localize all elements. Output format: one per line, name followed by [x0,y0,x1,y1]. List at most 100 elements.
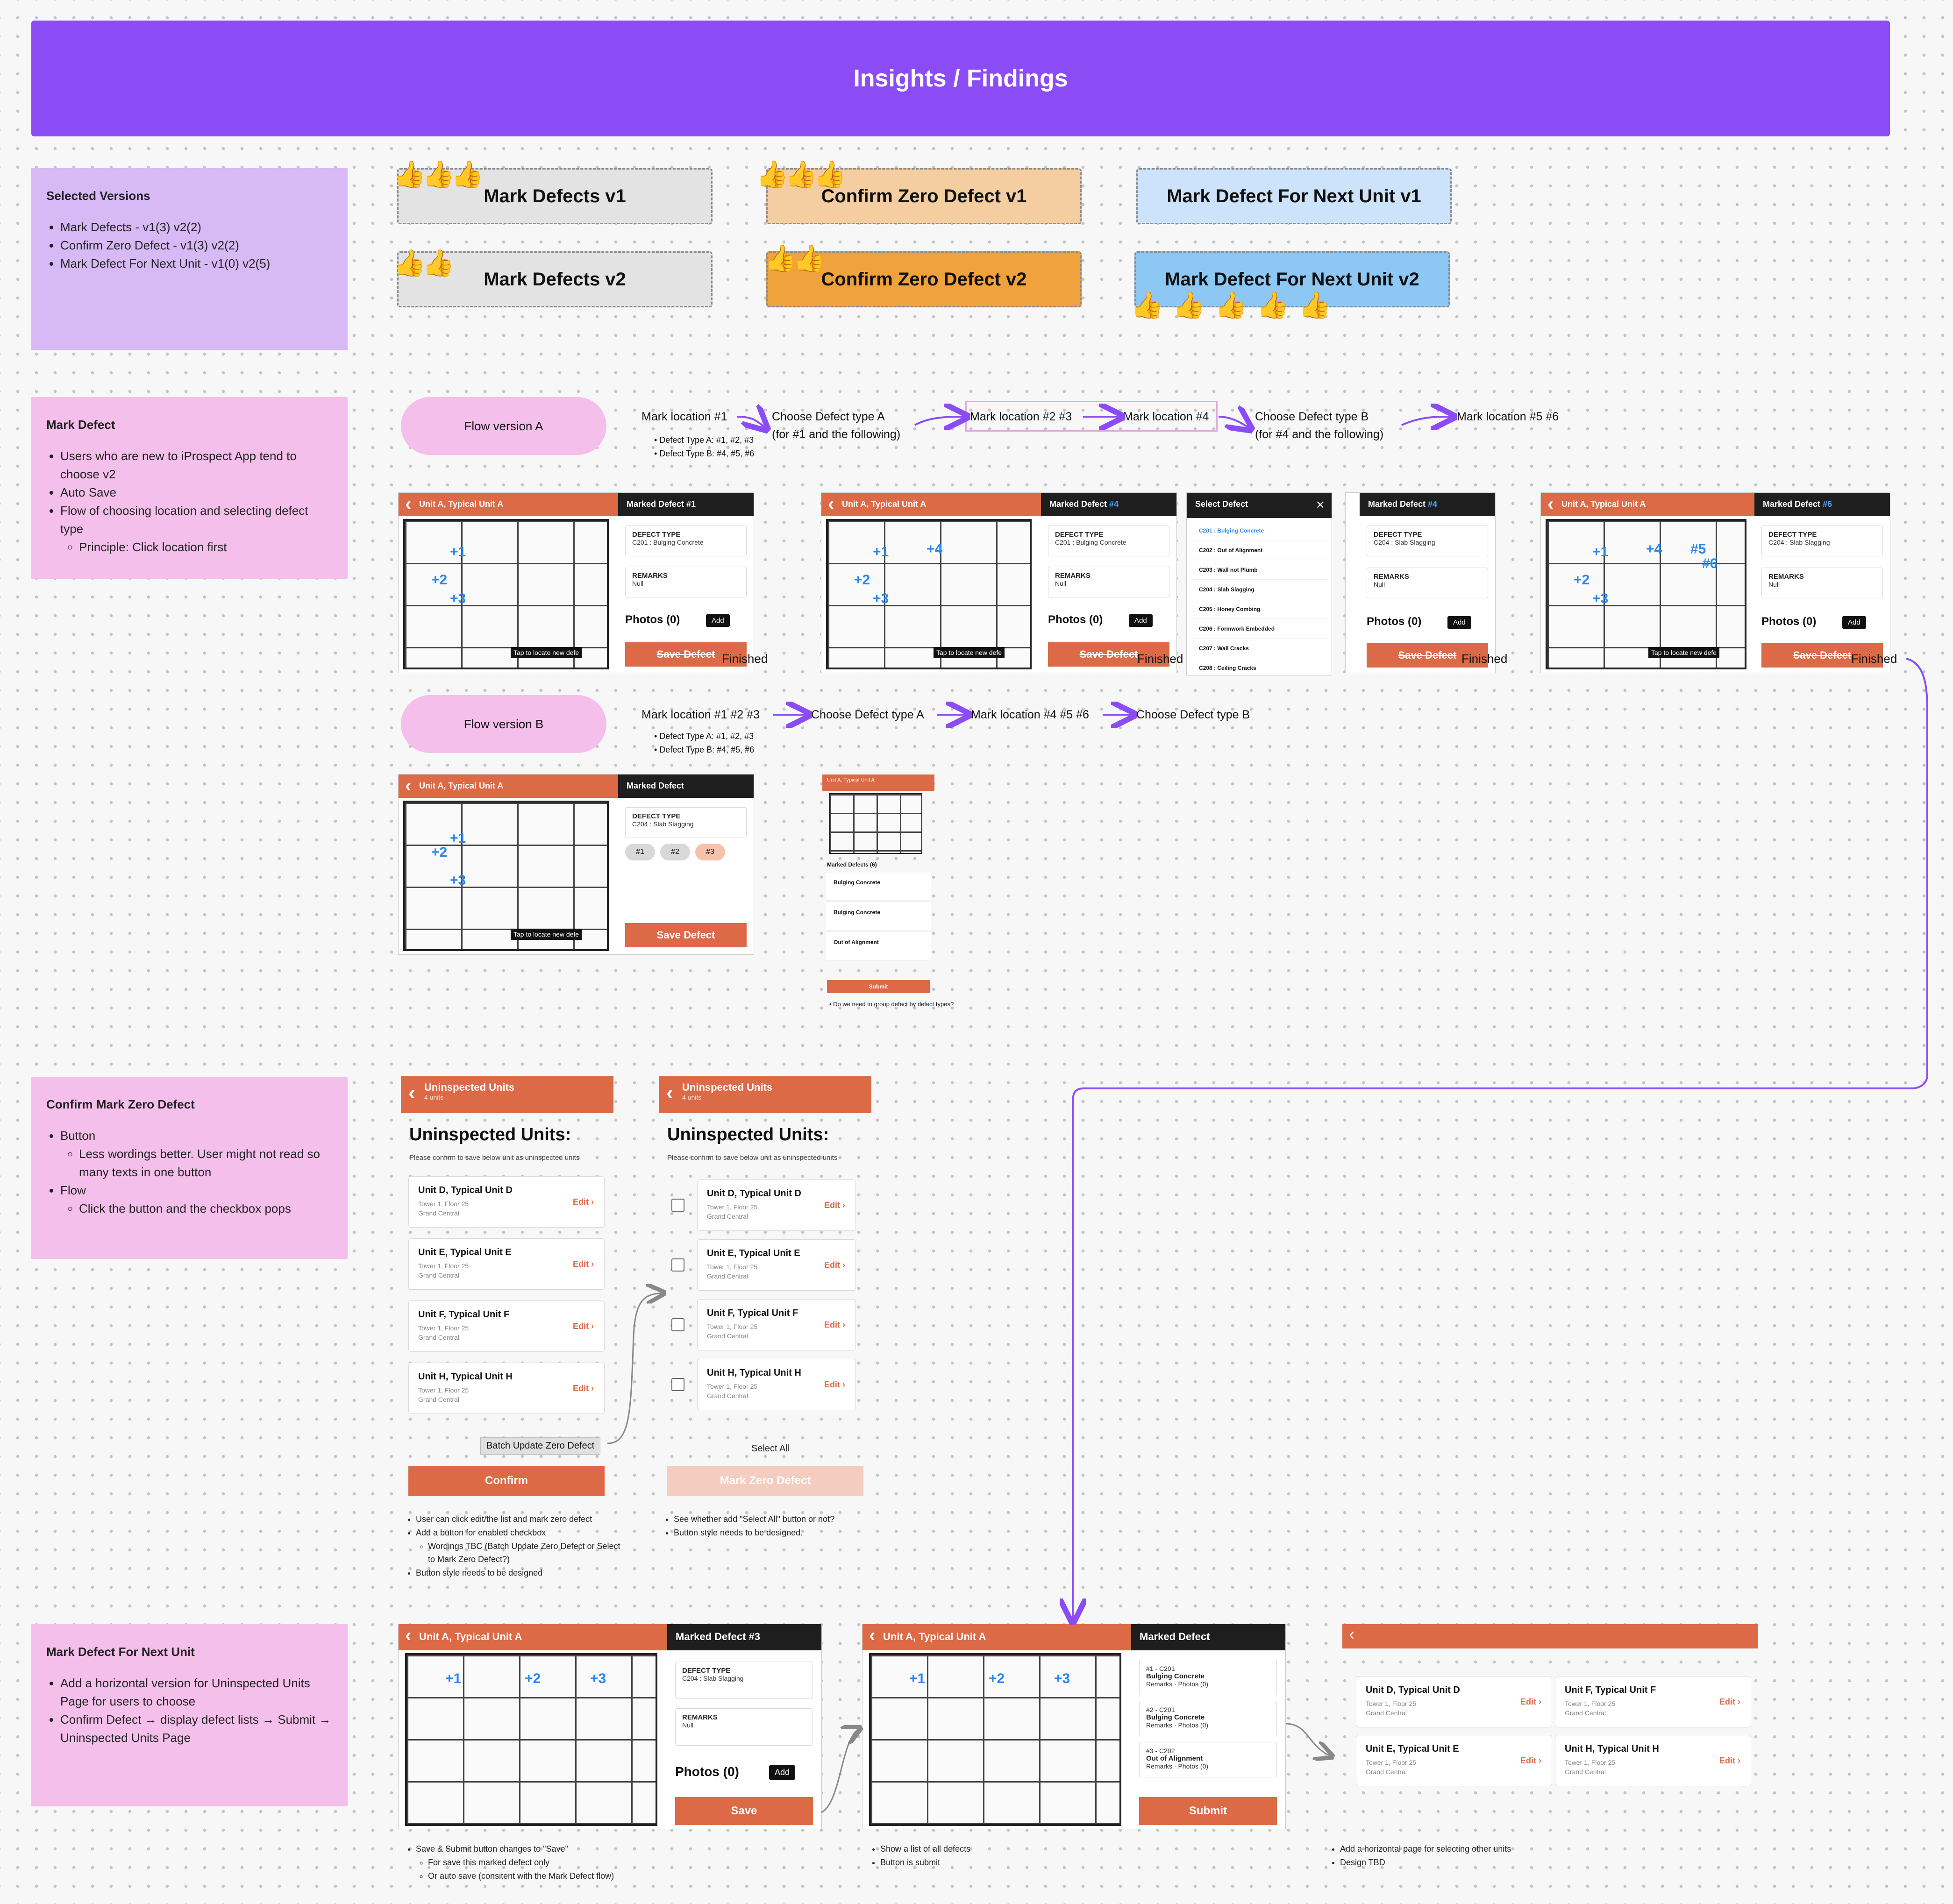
marker[interactable]: +2 [854,572,870,588]
floor-plan[interactable] [403,801,609,951]
edit-link[interactable]: Edit › [573,1259,594,1269]
add-photo-button[interactable]: Add [1447,616,1471,629]
defect-option[interactable]: C207 : Wall Cracks [1191,639,1327,658]
floor-plan[interactable] [405,1653,657,1826]
save-defect-button[interactable]: Save Defect [1367,643,1488,668]
edit-link[interactable]: Edit › [824,1380,845,1389]
save-defect-button[interactable]: Save Defect [1048,642,1169,667]
add-photo-button[interactable]: Add [1129,614,1153,627]
marker-chip[interactable]: #1 [625,844,655,860]
marker[interactable]: +2 [1574,572,1590,588]
floor-plan[interactable] [1546,519,1746,669]
edit-link[interactable]: Edit › [573,1384,594,1393]
edit-link[interactable]: Edit › [1520,1756,1541,1765]
edit-link[interactable]: Edit › [573,1321,594,1331]
floor-plan[interactable] [869,1653,1121,1826]
units-horizontal-header[interactable]: ‹ [1342,1624,1758,1648]
floor-plan[interactable] [403,519,609,669]
defect-option[interactable]: C205 : Honey Combing [1191,599,1327,619]
edit-link[interactable]: Edit › [1719,1756,1740,1765]
marker[interactable]: +3 [590,1671,606,1686]
save-defect-button[interactable]: Save Defect [625,923,747,947]
marker[interactable]: +1 [445,1671,462,1686]
mark-zero-defect-button[interactable]: Mark Zero Defect [667,1466,863,1496]
confirm-button[interactable]: Confirm [408,1466,605,1496]
marker[interactable]: +4 [927,541,943,557]
screen-header[interactable]: Unit A, Typical Unit A [862,1624,1131,1650]
select-all-link[interactable]: Select All [751,1443,790,1454]
marker[interactable]: +1 [450,544,466,560]
marker[interactable]: +3 [1592,591,1609,606]
marker[interactable]: +2 [431,572,448,588]
screen-header[interactable]: Unit A, Typical Unit A [821,493,1041,516]
defect-option[interactable]: C206 : Formwork Embedded [1191,619,1327,639]
marker[interactable]: +2 [525,1671,541,1686]
defect-option[interactable]: C201 : Bulging Concrete [1191,521,1327,540]
floor-plan[interactable] [826,519,1032,669]
marker[interactable]: +3 [873,591,889,606]
edit-link[interactable]: Edit › [1520,1697,1541,1706]
add-photo-button[interactable]: Add [769,1765,796,1780]
mini-floor-plan[interactable] [829,793,922,854]
mini-list-item[interactable]: Bulging Concrete [826,902,931,931]
edit-link[interactable]: Edit › [824,1201,845,1210]
marker[interactable]: +3 [1054,1671,1070,1686]
save-defect-button[interactable]: Save Defect [1761,643,1883,668]
marker[interactable]: +4 [1646,541,1662,557]
screen-header[interactable]: Unit A, Typical Unit A [399,1624,667,1650]
mini-list-item[interactable]: Out of Alignment [826,932,931,960]
screen-header[interactable]: Unit A, Typical Unit A [399,774,618,798]
unit-checkbox[interactable] [671,1318,684,1331]
edit-link[interactable]: Edit › [824,1320,845,1329]
marker[interactable]: +3 [450,591,466,606]
marker[interactable]: +1 [909,1671,926,1686]
marker[interactable]: #5 [1690,541,1706,557]
marker[interactable]: +2 [989,1671,1005,1686]
marker[interactable]: #6 [1702,556,1718,571]
marker[interactable]: +1 [1592,544,1609,560]
add-photo-button[interactable]: Add [1842,616,1866,629]
save-button[interactable]: Save [675,1797,813,1825]
edit-link[interactable]: Edit › [1719,1697,1740,1706]
back-icon[interactable]: ‹ [1349,1624,1354,1643]
close-icon[interactable]: ✕ [1315,499,1325,512]
defect-option[interactable]: C204 : Slab Slagging [1191,580,1327,599]
screen-header[interactable]: Unit A, Typical Unit A [399,493,618,516]
submit-button[interactable]: Submit [1139,1797,1277,1825]
marker-chip[interactable]: #3 [695,844,725,860]
marker-chip[interactable]: #2 [660,844,690,860]
defect-option[interactable]: C208 : Ceiling Cracks [1191,658,1327,675]
defect-option[interactable]: C203 : Wall not Plumb [1191,560,1327,580]
marker[interactable]: +2 [431,845,448,860]
marker[interactable]: +1 [873,544,889,560]
unit-checkbox[interactable] [671,1199,684,1212]
save-defect-button[interactable]: Save Defect [625,642,747,667]
add-photo-button[interactable]: Add [706,614,730,627]
unit-checkbox[interactable] [671,1258,684,1272]
marker[interactable]: +1 [450,831,466,846]
edit-link[interactable]: Edit › [573,1197,594,1207]
mini-submit-button[interactable]: Submit [827,980,930,993]
